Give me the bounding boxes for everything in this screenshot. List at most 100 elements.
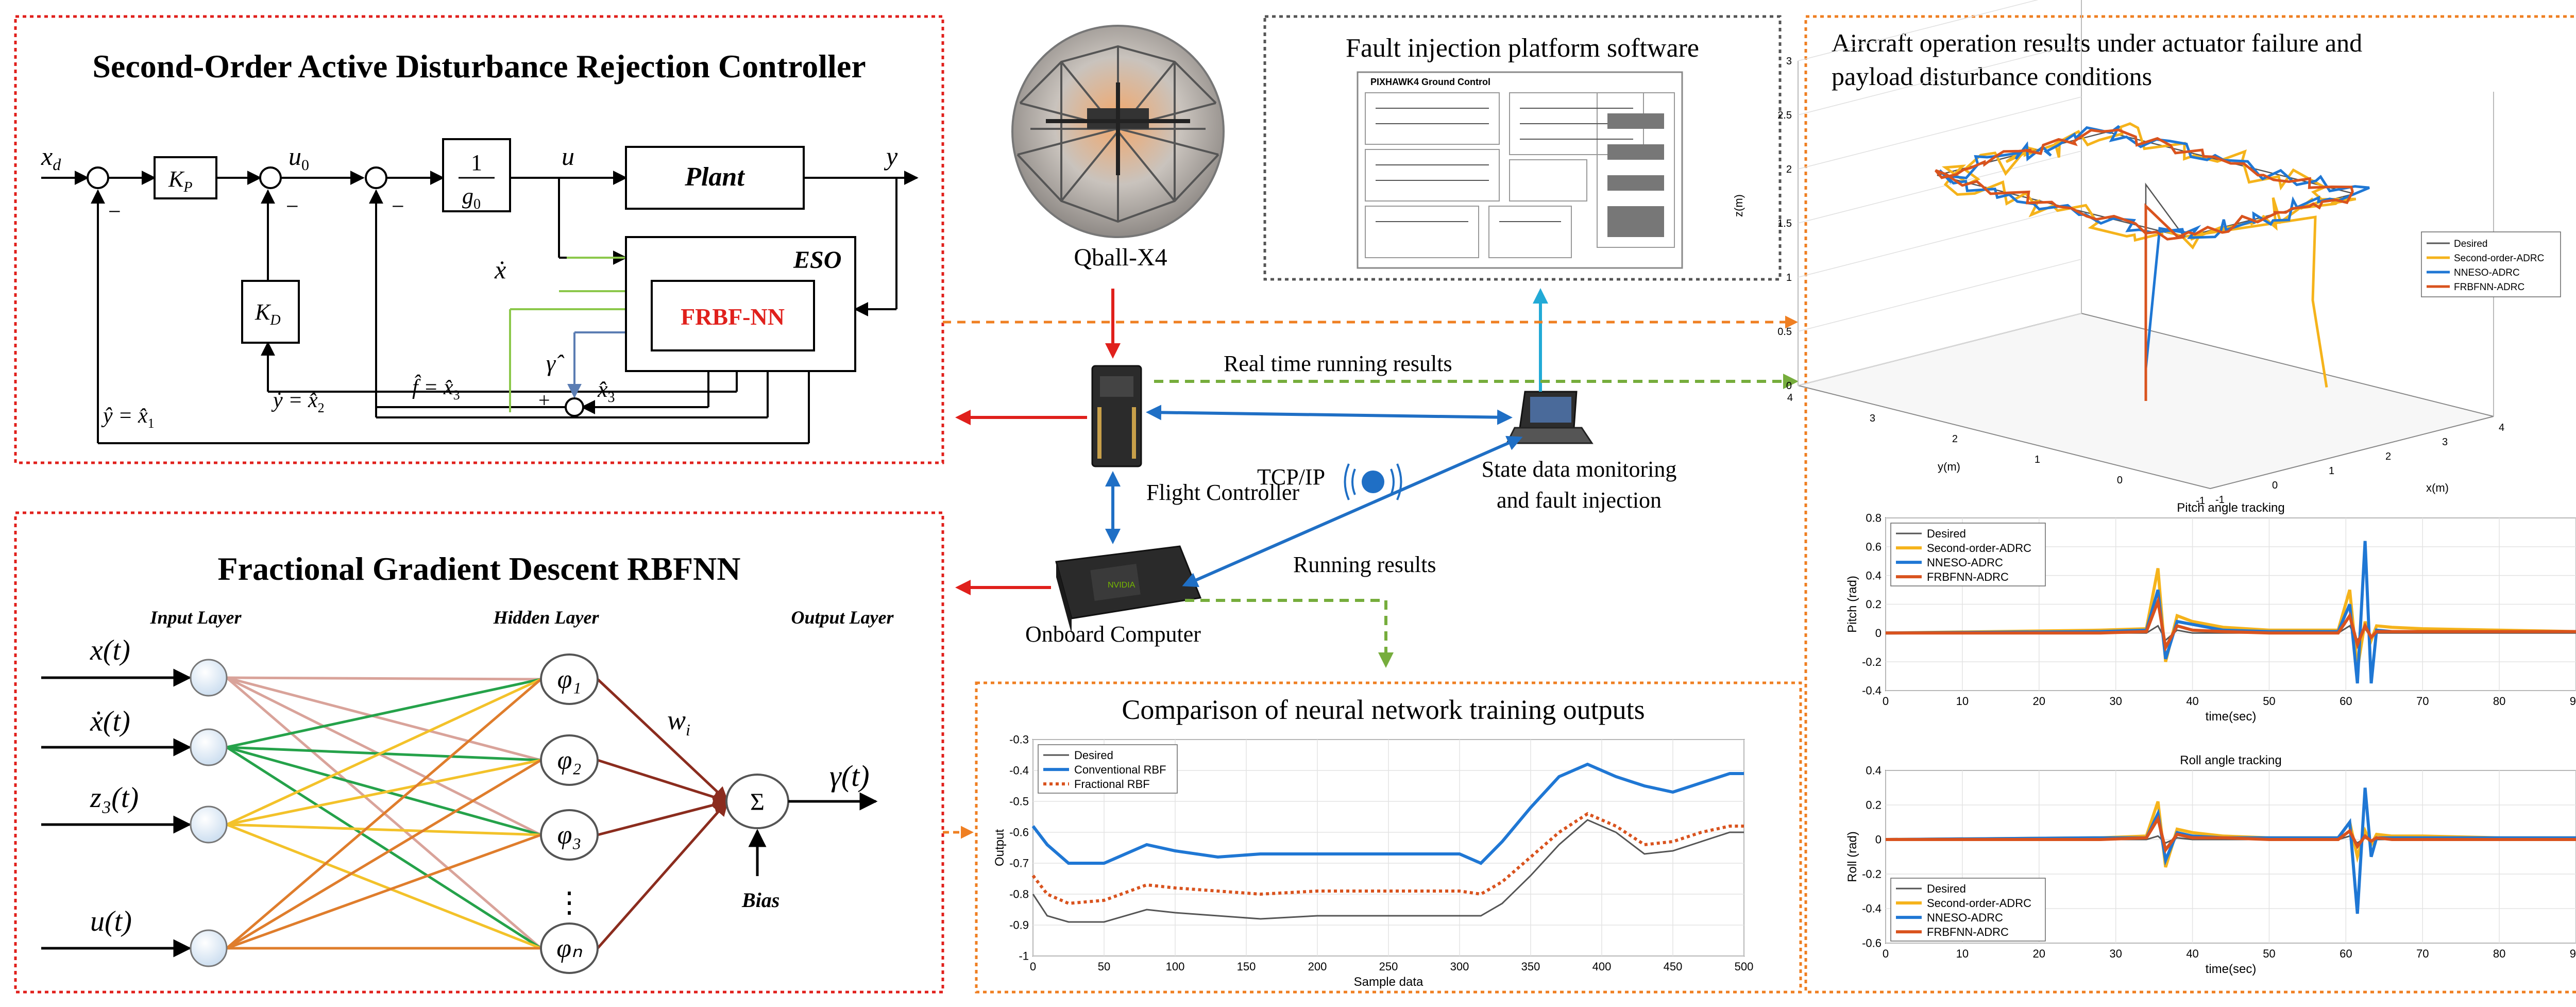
laptop-onboard-link (1182, 435, 1523, 588)
results-panel: Aircraft operation results under actuato… (1732, 0, 2576, 994)
hidden-node-3 (540, 809, 599, 861)
x-tick-label: 10 (1956, 695, 1969, 708)
hidden-node-1 (540, 653, 599, 705)
label-u: u (562, 142, 574, 171)
plus-sign: + (538, 389, 550, 412)
z-tick-label: 2 (1786, 164, 1792, 175)
x-tick-label: 50 (1098, 960, 1110, 973)
x-axis-label: Sample data (1354, 975, 1423, 989)
realtime-label: Real time running results (1224, 351, 1452, 376)
x-tick-label: 0 (1883, 947, 1889, 960)
y-tick-label: 0.8 (1866, 512, 1882, 525)
edge-in3-h3 (226, 823, 541, 836)
z-axis-label: z(m) (1732, 194, 1745, 217)
label-u0: u0 (289, 142, 309, 174)
hidden-label-1: φ₁ (557, 665, 582, 694)
x-tick-label: 80 (2493, 947, 2505, 960)
label-frbf-nn: FRBF-NN (681, 304, 785, 330)
running-label: Running results (1293, 552, 1436, 577)
legend-label-3: NNESO-ADRC (1927, 911, 2003, 924)
x-tick-label: 2 (2385, 451, 2391, 462)
label-xdot: ẋ (494, 255, 506, 284)
x-tick-label: 350 (1521, 960, 1540, 973)
x-axis-label: x(m) (2426, 481, 2449, 494)
input-label-2: ẋ(t) (90, 706, 130, 737)
x-tick-label: 60 (2340, 947, 2352, 960)
x-axis-label: time(sec) (2206, 710, 2257, 724)
legend-label-4: FRBFNN-ADRC (1927, 570, 2009, 583)
x-tick-label: 1 (2329, 465, 2334, 477)
label-kp: KP (168, 166, 192, 195)
input-nodes (190, 659, 228, 967)
label-gain-num: 1 (471, 150, 482, 175)
label-gain-den: g0 (462, 183, 481, 212)
trajectory-second-order (1941, 122, 2357, 388)
sum-junction-4 (565, 397, 584, 417)
edge-in4-h2 (226, 759, 542, 950)
x-tick-label: 70 (2416, 695, 2429, 708)
x-tick-label: 0 (1030, 960, 1036, 973)
minus-sign-3: − (392, 194, 404, 219)
x-tick-label: 90 (2570, 947, 2576, 960)
y-tick-label: 0 (1875, 833, 1882, 846)
hidden-node-n (540, 922, 599, 974)
y-tick-label: -0.4 (1862, 902, 1882, 915)
z-gridline (1798, 205, 2082, 278)
y-tick-label: 0.6 (1866, 541, 1882, 553)
y-tick-label: 0.2 (1866, 799, 1882, 812)
software-frame (1263, 15, 1782, 281)
output-layer-label: Output Layer (791, 607, 894, 628)
minus-sign-2: − (286, 194, 299, 219)
label-eso: ESO (793, 246, 841, 274)
sum-symbol: Σ (750, 788, 765, 816)
series-line-4 (1886, 595, 2576, 652)
y-tick-label: -0.4 (1009, 764, 1029, 777)
input-node-2 (190, 728, 228, 766)
input-layer-label: Input Layer (149, 607, 242, 628)
results-frame (1804, 15, 2576, 994)
input-label-1: x(t) (90, 634, 130, 666)
legend-label-1: Desired (1927, 882, 1966, 895)
input-node-1 (190, 659, 228, 697)
trajectory-frbfnn (1934, 128, 2354, 401)
hidden-nodes (540, 653, 599, 974)
series-line-4 (1886, 815, 2576, 854)
x-tick-label: 10 (1956, 947, 1969, 960)
y-tick-label: 4 (1787, 392, 1793, 404)
y-tick-label: -0.5 (1009, 795, 1029, 808)
adrc-title: Second-Order Active Disturbance Rejectio… (92, 48, 866, 85)
z-tick-label: 0.5 (1777, 326, 1792, 338)
y-tick-label: -0.3 (1009, 733, 1029, 746)
z-gridline (1798, 150, 2082, 224)
input-node-3 (190, 805, 228, 844)
legend-label-4: FRBFNN-ADRC (1927, 926, 2009, 938)
label-y: y (884, 142, 898, 171)
chart-title: Roll angle tracking (2180, 753, 2281, 767)
laptop-image (1505, 391, 1594, 444)
x-tick-label: 3 (2442, 437, 2448, 448)
edge-in4-h1 (226, 678, 542, 949)
legend-label-2: Second-order-ADRC (1927, 897, 2031, 910)
z-tick-label: 0 (1786, 380, 1792, 392)
label-kd: KD (255, 299, 281, 328)
edge-in1-h3 (226, 676, 542, 836)
legend-label-3: NNESO-ADRC (2454, 267, 2520, 278)
x-tick-label: 250 (1379, 960, 1398, 973)
z-gridline (1798, 0, 2039, 61)
label-x3-hat: x̂3 (597, 377, 615, 406)
x-tick-label: 200 (1308, 960, 1327, 973)
z-tick-label: 1.5 (1777, 218, 1792, 229)
legend-label-3: Fractional RBF (1074, 778, 1150, 791)
training-panel: Comparison of neural network training ou… (975, 681, 1802, 994)
y-axis-label: y(m) (1938, 460, 1960, 473)
kp-block (154, 156, 217, 199)
qball-label: Qball-X4 (1074, 244, 1167, 271)
trajectory-nneso (1938, 125, 2370, 369)
x-tick-label: 50 (2263, 695, 2275, 708)
x-tick-label: 40 (2186, 695, 2198, 708)
tcpip-label: TCP/IP (1257, 464, 1325, 490)
legend-label-2: Second-order-ADRC (2454, 253, 2544, 264)
x-tick-label: 150 (1237, 960, 1256, 973)
gain-block (442, 138, 511, 212)
